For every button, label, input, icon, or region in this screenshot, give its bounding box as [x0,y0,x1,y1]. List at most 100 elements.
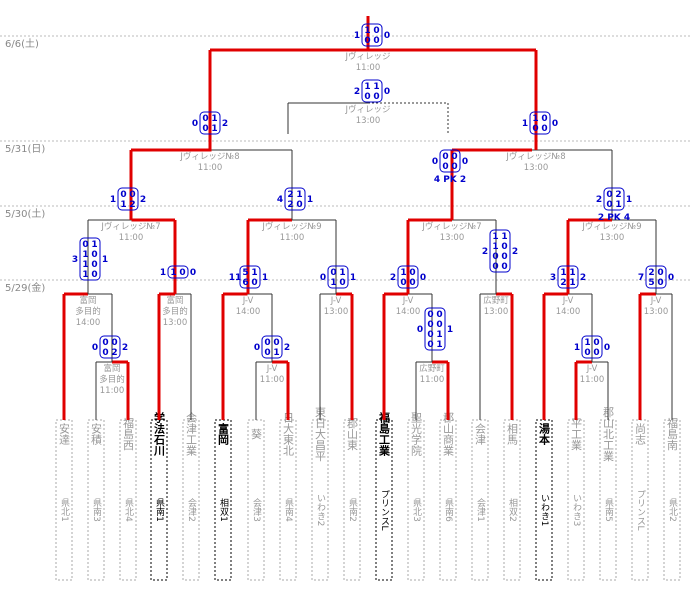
match-venue: J-V [650,296,662,306]
match-venue: 多目的 [75,306,101,317]
score-bottom: 0 [339,278,345,288]
score-top: 1 [330,278,336,288]
match-venue: 14:00 [76,318,101,328]
score-bracket [489,229,511,273]
score-bottom: 0 [451,152,457,162]
score-bottom: 1 [436,330,442,340]
score-bottom: 0 [296,200,302,210]
score-bracket [603,187,625,211]
score-bottom: 1 [339,268,345,278]
score-top: 0 [264,348,270,358]
team-region: 会津2 [186,497,197,522]
team-name: 聖光学院 [410,412,423,456]
score-total-right: 2 [140,195,146,205]
match-venue: 広野町 [419,363,445,374]
match-venue: Jヴィレッジ [344,51,390,62]
team-name: 福島西 [122,416,135,450]
score-total-left: 0 [92,343,98,353]
score-total-left: 3 [72,255,78,265]
match-venue: J-V [242,296,254,306]
score-bottom: 1 [436,340,442,350]
team-region: 会津1 [475,497,486,522]
score-bottom: 0 [409,278,415,288]
team-region: いわき3 [571,494,582,527]
score-bottom: 0 [501,262,507,272]
score-total-right: 0 [552,119,558,129]
score-total-left: 1 [354,31,360,41]
match-venue: 11:00 [280,233,305,243]
score-total-left: 0 [254,343,260,353]
score-total-right: 0 [384,87,390,97]
team-name: 東日大昌平 [314,406,327,462]
team-region: プリンスL [635,489,645,530]
score-bracket [557,265,579,289]
score-total-right: 0 [384,31,390,41]
match-venue: 11:00 [198,163,223,173]
team-name: 郡山商業 [442,412,455,456]
score-bracket [397,265,419,289]
score-top: 1 [584,338,590,348]
match: J-V14:00 [382,292,433,420]
score-top: 0 [202,114,208,124]
score-bracket [645,265,667,289]
score-bracket [261,335,283,359]
score-top: 1 [82,250,88,260]
score-bottom: 2 [129,200,135,210]
match-venue: 富岡 [166,295,183,306]
team-region: 県南3 [91,498,102,522]
team-name: 学法石川 [153,411,167,456]
score-top: 0 [102,338,108,348]
score-total-left: 2 [354,87,360,97]
team-region: いわき1 [539,494,550,527]
score-total-right: 2 [580,273,586,283]
team-region: 県北3 [411,498,422,522]
match-venue: 11:00 [356,63,381,73]
score-top: 2 [648,268,654,278]
score-top: 0 [532,124,538,134]
score-bottom: 0 [541,124,547,134]
match-venue: Jヴィレッジ№7 [421,221,481,232]
team-region: 県南4 [283,498,294,522]
score-bottom: 0 [451,162,457,172]
score-total-left: 0 [320,273,326,283]
score-top: 1 [170,268,176,278]
score-total-right: 2 [122,343,128,353]
score-bottom: 0 [91,270,97,280]
score-total-left: 3 [550,273,556,283]
match-venue: 14:00 [236,307,261,317]
match-venue: J-V [266,364,278,374]
score-total-left: 11 [229,273,242,283]
score-total-right: 0 [190,268,196,278]
score-top: 1 [532,114,538,124]
match-venue: J-V [562,296,574,306]
score-bottom: 0 [179,268,185,278]
score-bracket [167,265,189,279]
score-top: 0 [400,278,406,288]
score-total-left: 4 [277,195,283,205]
match-venue: 富岡 [103,363,120,374]
score-total-left: 2 [596,195,602,205]
match: J-V14:00 [221,292,273,420]
score-bottom: 0 [373,92,379,102]
score-bottom: 0 [593,338,599,348]
score-top: 2 [287,190,293,200]
score-total-right: 1 [350,273,356,283]
score-total-left: 0 [192,119,198,129]
match-venue: 11:00 [420,375,445,385]
